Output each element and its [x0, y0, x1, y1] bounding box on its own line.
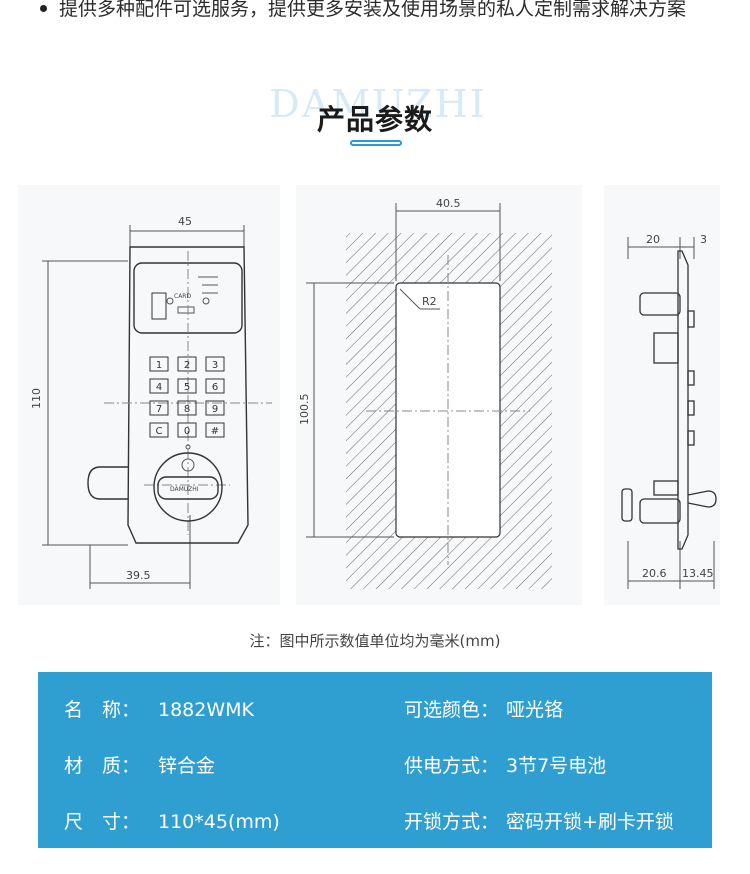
keypad-key-label: 3	[212, 360, 218, 371]
section-title: 产品参数	[316, 103, 433, 136]
spec-value: 锌合金	[158, 755, 216, 777]
spec-value: 哑光铬	[506, 699, 564, 721]
side-dim-bottom-right: 13.45	[682, 567, 714, 580]
intro-text: 提供多种配件可选服务，提供更多安装及使用场景的私人定制需求解决方案	[59, 0, 687, 18]
bullet-dot	[40, 4, 47, 12]
keypad-key	[149, 356, 169, 372]
keypad-key	[149, 378, 169, 394]
spec-label: 供电方式：	[404, 755, 500, 777]
title-underline	[350, 140, 402, 146]
spec-label: 可选颜色：	[404, 699, 500, 721]
spec-label: 尺 寸：	[64, 811, 141, 833]
spec-value: 1882WMK	[158, 699, 254, 721]
keypad-key-label: 8	[184, 404, 190, 415]
keypad-key	[205, 400, 225, 416]
spec-row: 尺 寸： 110*45(mm) 开锁方式： 密码开锁+刷卡开锁	[38, 802, 712, 842]
brand-watermark: DAMUZHI	[269, 82, 487, 126]
keypad-key	[177, 422, 197, 438]
spec-label: 材 质：	[64, 755, 141, 777]
spec-row: 名 称： 1882WMK 可选颜色： 哑光铬	[38, 690, 712, 730]
spec-value: 密码开锁+刷卡开锁	[506, 811, 674, 833]
spec-label: 名 称：	[64, 699, 141, 721]
unit-note: 注：图中所示数值单位均为毫米(mm)	[249, 632, 501, 650]
cutout-dim-height: 100.5	[298, 394, 311, 426]
spec-row: 材 质： 锌合金 供电方式： 3节7号电池	[38, 746, 712, 786]
spec-table: 名 称： 1882WMK 可选颜色： 哑光铬 材 质： 锌合金 供电方式： 3节…	[38, 672, 712, 848]
keypad-key-label: 9	[212, 404, 218, 415]
keypad-key	[177, 400, 197, 416]
keypad-key-label: 5	[184, 382, 190, 393]
spec-value: 3节7号电池	[506, 755, 607, 777]
front-dim-height: 110	[30, 388, 43, 409]
keypad: 1 2 3 4 5 6 7 8 9C 0 #	[149, 356, 225, 438]
keypad-key	[177, 356, 197, 372]
keypad-key	[149, 422, 169, 438]
side-dim-top-left: 20	[646, 233, 660, 246]
spec-value: 110*45(mm)	[158, 811, 280, 833]
keypad-key	[205, 378, 225, 394]
keypad-key	[205, 422, 225, 438]
knob-brand: DAMUZHI	[170, 486, 199, 493]
keypad-key-label: 1	[156, 360, 162, 371]
cutout-radius: R2	[422, 295, 437, 308]
side-dim-top-right: 3	[700, 233, 707, 246]
intro-line: 提供多种配件可选服务，提供更多安装及使用场景的私人定制需求解决方案	[0, 0, 750, 18]
front-dim-width: 45	[178, 215, 192, 228]
cutout-dim-width: 40.5	[436, 197, 461, 210]
spec-label: 开锁方式：	[404, 811, 500, 833]
front-dim-bottom: 39.5	[126, 569, 151, 582]
keypad-key-label: 2	[184, 360, 190, 371]
keypad-key-label: 7	[156, 404, 162, 415]
keypad-key-label: 6	[212, 382, 218, 393]
keypad-key	[205, 356, 225, 372]
side-view-drawing: 20 3 20.6 13.45	[604, 185, 720, 605]
card-label: CARD	[174, 293, 191, 300]
keypad-key	[177, 378, 197, 394]
side-dim-bottom-left: 20.6	[642, 567, 667, 580]
keypad-key-label: 0	[184, 426, 190, 437]
keypad-key-label: C	[156, 426, 163, 437]
keypad-key	[149, 400, 169, 416]
cutout-view-drawing: 40.5 100.5 R2	[296, 185, 582, 605]
keypad-key-label: 4	[156, 382, 162, 393]
keypad-key-label: #	[211, 426, 219, 437]
